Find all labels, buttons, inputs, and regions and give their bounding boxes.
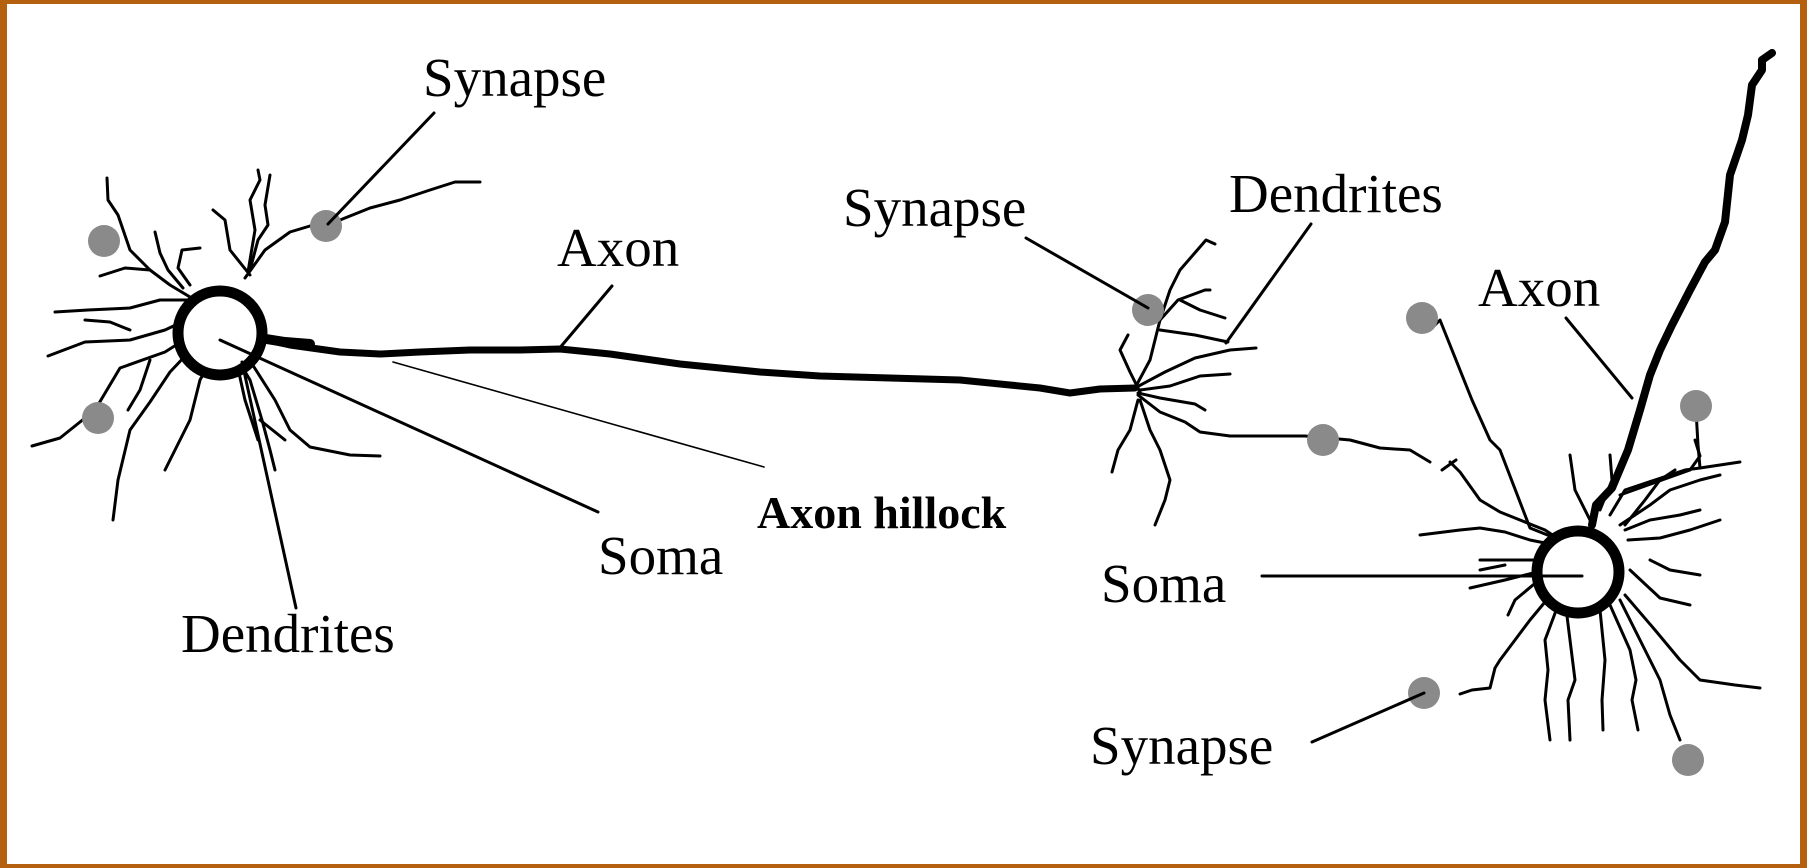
left-axon <box>254 334 1139 397</box>
left-axon-hillock <box>255 333 315 349</box>
label-dendrites-left: Dendrites <box>181 603 395 664</box>
label-axon-left: Axon <box>557 217 679 278</box>
diagram-frame <box>7 4 1800 864</box>
label-axon-hillock: Axon hillock <box>757 487 1007 538</box>
middle-synapse-dot-2 <box>1307 424 1339 456</box>
right-synapse-dot-1 <box>1406 302 1438 334</box>
leader-axon-hillock <box>392 361 765 468</box>
leader-synapse-mid <box>1024 236 1150 310</box>
leader-dendrites-left <box>240 360 298 610</box>
left-neuron <box>30 168 1139 522</box>
left-synapse-dot-1 <box>88 225 120 257</box>
left-synapse-dot-2 <box>82 402 114 434</box>
leader-soma-left <box>218 338 600 514</box>
leader-axon-right <box>1564 316 1634 400</box>
right-dendrites <box>1418 318 1762 742</box>
middle-synapse-dot-1 <box>1132 294 1164 326</box>
right-synapse-dot-2 <box>1680 390 1712 422</box>
leader-synapse-top <box>326 111 436 226</box>
right-synapse-dot-4 <box>1672 744 1704 776</box>
label-synapse-mid: Synapse <box>843 177 1026 238</box>
labels: Synapse Axon Soma Axon hillock Dendrites… <box>181 47 1600 776</box>
middle-dendrites <box>1110 238 1432 527</box>
leader-synapse-bottom <box>1310 691 1426 744</box>
label-synapse-top: Synapse <box>423 47 606 108</box>
label-synapse-bottom: Synapse <box>1090 715 1273 776</box>
label-soma-right: Soma <box>1101 553 1226 614</box>
right-axon <box>1588 49 1776 529</box>
leader-dendrites-right <box>1224 222 1313 345</box>
label-soma-left: Soma <box>598 525 723 586</box>
right-soma <box>1531 525 1625 619</box>
left-soma <box>172 285 268 381</box>
label-axon-right: Axon <box>1478 257 1600 318</box>
leader-lines <box>218 111 1634 744</box>
label-dendrites-right: Dendrites <box>1229 163 1443 224</box>
right-neuron <box>1406 49 1776 776</box>
leader-axon-left <box>556 284 614 352</box>
